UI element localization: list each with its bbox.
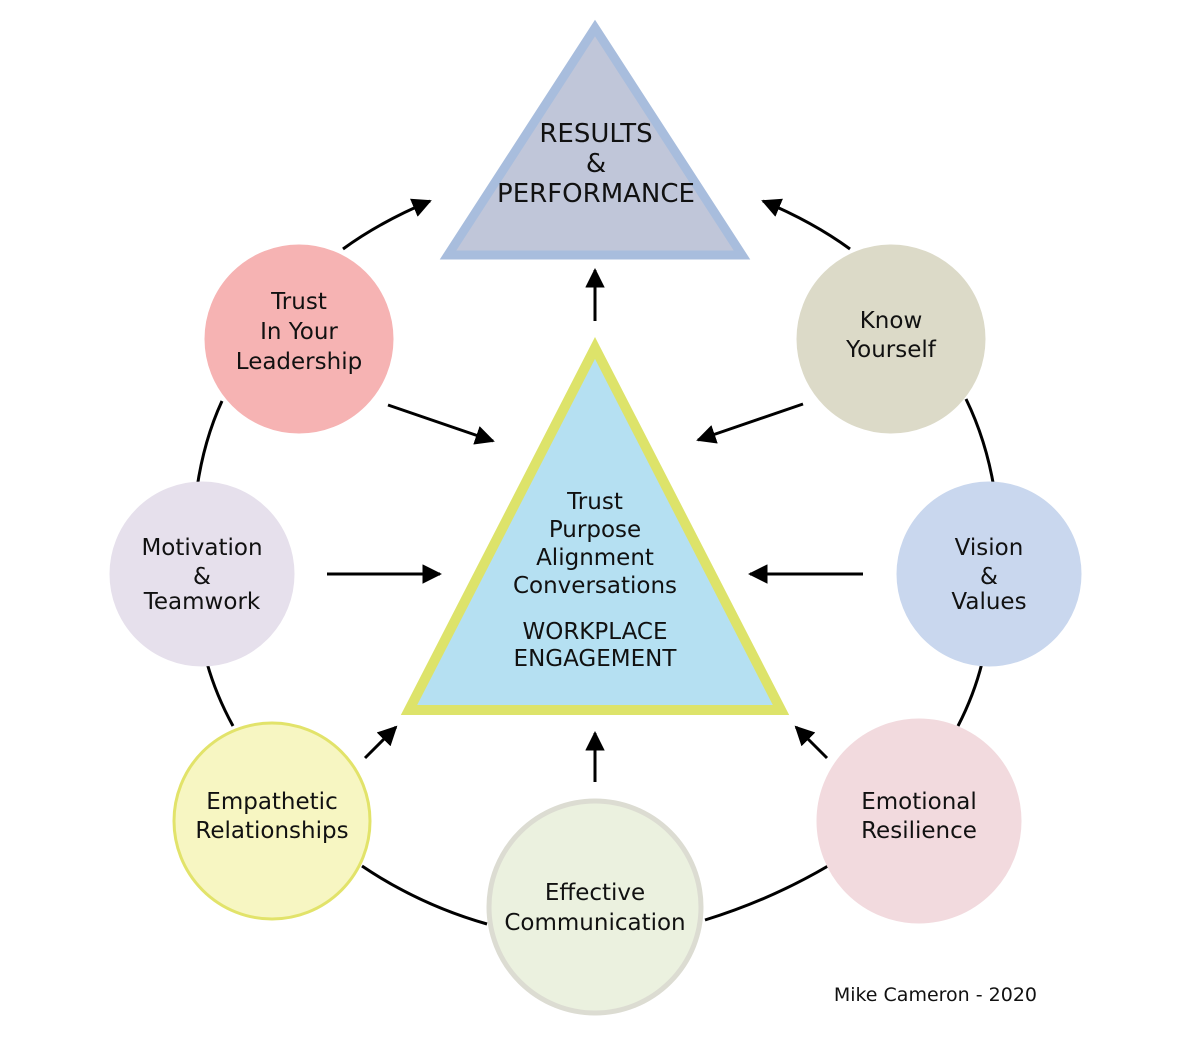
motivation-label-1: Motivation	[141, 535, 262, 561]
center-label-engagement: ENGAGEMENT	[514, 646, 678, 672]
center-label-conversations: Conversations	[513, 573, 677, 599]
node-know-yourself: Know Yourself	[796, 244, 986, 434]
center-label-workplace: WORKPLACE	[522, 619, 667, 645]
node-effective-communication: Effective Communication	[486, 798, 704, 1016]
communication-label-2: Communication	[504, 910, 685, 936]
results-label-line-2: &	[586, 149, 606, 179]
arc-empathetic-to-motivation	[205, 662, 235, 727]
emotional-resilience-circle	[816, 718, 1022, 924]
workplace-engagement-triangle: Trust Purpose Alignment Conversations WO…	[400, 337, 790, 715]
vision-label-3: Values	[951, 589, 1026, 615]
results-triangle-shape	[439, 19, 751, 260]
node-motivation-teamwork: Motivation & Teamwork	[109, 481, 295, 667]
arc-motivation-to-leadership	[195, 400, 224, 489]
trust-leadership-label-2: In Your	[260, 319, 338, 345]
vision-label-2: &	[980, 564, 998, 590]
trust-leadership-circle	[204, 244, 394, 434]
know-yourself-label-2: Yourself	[845, 337, 937, 363]
motivation-label-3: Teamwork	[143, 589, 261, 615]
trust-leadership-label-1: Trust	[270, 289, 327, 315]
node-empathetic-relationships: Empathetic Relationships	[172, 721, 372, 921]
results-label-line-3: PERFORMANCE	[497, 179, 695, 209]
center-triangle-shape	[400, 337, 790, 715]
center-label-alignment: Alignment	[536, 545, 654, 571]
cycle-arcs	[195, 198, 996, 926]
effective-communication-circle	[486, 798, 704, 1016]
node-emotional-resilience: Emotional Resilience	[816, 718, 1022, 924]
know-yourself-label-1: Know	[860, 308, 923, 334]
arrow-leadership-to-center	[387, 403, 495, 445]
arrow-resilience-to-center	[794, 725, 829, 760]
know-yourself-circle	[796, 244, 986, 434]
author-credit: Mike Cameron - 2020	[834, 984, 1037, 1006]
results-performance-triangle: RESULTS & PERFORMANCE	[439, 19, 751, 260]
communication-label-1: Effective	[545, 880, 645, 906]
empathetic-label-2: Relationships	[195, 818, 348, 844]
arc-know-yourself-to-vision	[964, 398, 996, 489]
vision-label-1: Vision	[955, 535, 1024, 561]
arc-communication-to-empathetic	[361, 864, 488, 926]
empathetic-label-1: Empathetic	[206, 789, 337, 815]
results-label-line-1: RESULTS	[539, 119, 652, 149]
inward-arrows	[327, 268, 863, 782]
arrow-empathetic-to-center	[363, 725, 398, 760]
trust-leadership-label-3: Leadership	[236, 349, 362, 375]
resilience-label-1: Emotional	[861, 789, 977, 815]
arc-leadership-to-results	[342, 198, 432, 251]
arc-know-yourself-to-results	[761, 198, 851, 251]
arrow-know-yourself-to-center	[696, 402, 804, 444]
motivation-teamwork-circle	[109, 481, 295, 667]
center-label-trust: Trust	[566, 489, 623, 515]
arc-communication-to-resilience	[704, 864, 829, 922]
arc-resilience-to-vision	[956, 662, 984, 727]
vision-values-circle	[896, 481, 1082, 667]
node-trust-in-your-leadership: Trust In Your Leadership	[204, 244, 394, 434]
empathetic-relationships-circle	[172, 721, 372, 921]
motivation-label-2: &	[193, 564, 211, 590]
resilience-label-2: Resilience	[861, 818, 977, 844]
node-vision-values: Vision & Values	[896, 481, 1082, 667]
center-label-purpose: Purpose	[549, 517, 641, 543]
